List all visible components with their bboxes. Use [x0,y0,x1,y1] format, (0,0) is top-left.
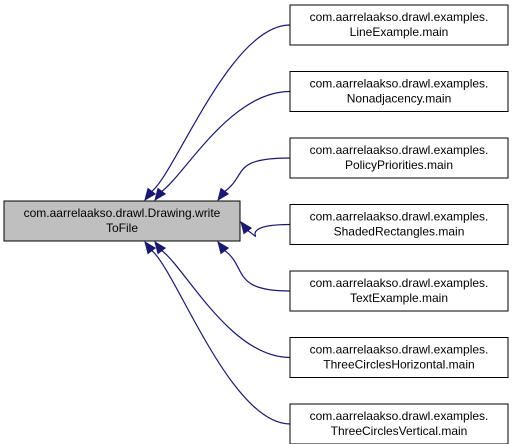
call-edge [223,157,291,193]
edge-arrowhead-icon [240,220,253,235]
caller-node[interactable]: com.aarrelaakso.drawl.examples.PolicyPri… [289,137,509,179]
caller-node-label-line2: LineExample.main [350,25,449,39]
caller-node-box [289,337,509,378]
source-node[interactable]: com.aarrelaakso.drawl.Drawing.write ToFi… [3,200,241,242]
caller-node-label-line2: ThreeCirclesVertical.main [331,424,468,438]
call-edge [246,223,291,237]
call-edge [223,249,291,292]
edge-arrowhead-icon [154,240,167,255]
caller-node-label-line1: com.aarrelaakso.drawl.examples. [310,210,489,224]
caller-nodes: com.aarrelaakso.drawl.examples.LineExamp… [289,4,509,444]
caller-node[interactable]: com.aarrelaakso.drawl.examples.ThreeCirc… [289,337,509,378]
caller-node-label-line1: com.aarrelaakso.drawl.examples. [310,77,489,91]
caller-node-label-line2: TextExample.main [350,291,448,305]
caller-node-label-line2: Nonadjacency.main [347,92,452,106]
edges [144,24,291,425]
caller-node[interactable]: com.aarrelaakso.drawl.examples.ShadedRec… [289,204,509,245]
caller-node-box [289,204,509,245]
caller-node-label-line1: com.aarrelaakso.drawl.examples. [310,10,489,24]
caller-node[interactable]: com.aarrelaakso.drawl.examples.TextExamp… [289,270,509,312]
edge-arrowhead-icon [217,240,230,255]
caller-node-label-line1: com.aarrelaakso.drawl.examples. [310,409,489,423]
edge-arrowhead-icon [144,187,157,202]
caller-node-box [289,4,509,46]
source-node-box [3,200,241,242]
source-node-label-line2: ToFile [106,221,138,235]
call-edge [150,249,291,425]
caller-node-label-line2: ShadedRectangles.main [334,225,465,239]
caller-node-label-line1: com.aarrelaakso.drawl.examples. [310,343,489,357]
caller-node[interactable]: com.aarrelaakso.drawl.examples.ThreeCirc… [289,403,509,444]
caller-node-label-line2: ThreeCirclesHorizontal.main [323,358,474,372]
caller-node-box [289,270,509,312]
call-edge [160,249,291,359]
edge-arrowhead-icon [154,187,167,202]
caller-node-box [289,71,509,112]
caller-node-label-line1: com.aarrelaakso.drawl.examples. [310,276,489,290]
edge-arrowhead-icon [217,187,230,202]
call-edge [150,24,291,193]
caller-node-label-line2: PolicyPriorities.main [345,158,453,172]
edge-arrowhead-icon [144,240,157,255]
caller-node-label-line1: com.aarrelaakso.drawl.examples. [310,143,489,157]
caller-node-box [289,137,509,179]
call-edge [160,90,291,193]
caller-node[interactable]: com.aarrelaakso.drawl.examples.LineExamp… [289,4,509,46]
source-node-label-line1: com.aarrelaakso.drawl.Drawing.write [24,206,221,220]
caller-node-box [289,403,509,444]
caller-node[interactable]: com.aarrelaakso.drawl.examples.Nonadjace… [289,71,509,112]
